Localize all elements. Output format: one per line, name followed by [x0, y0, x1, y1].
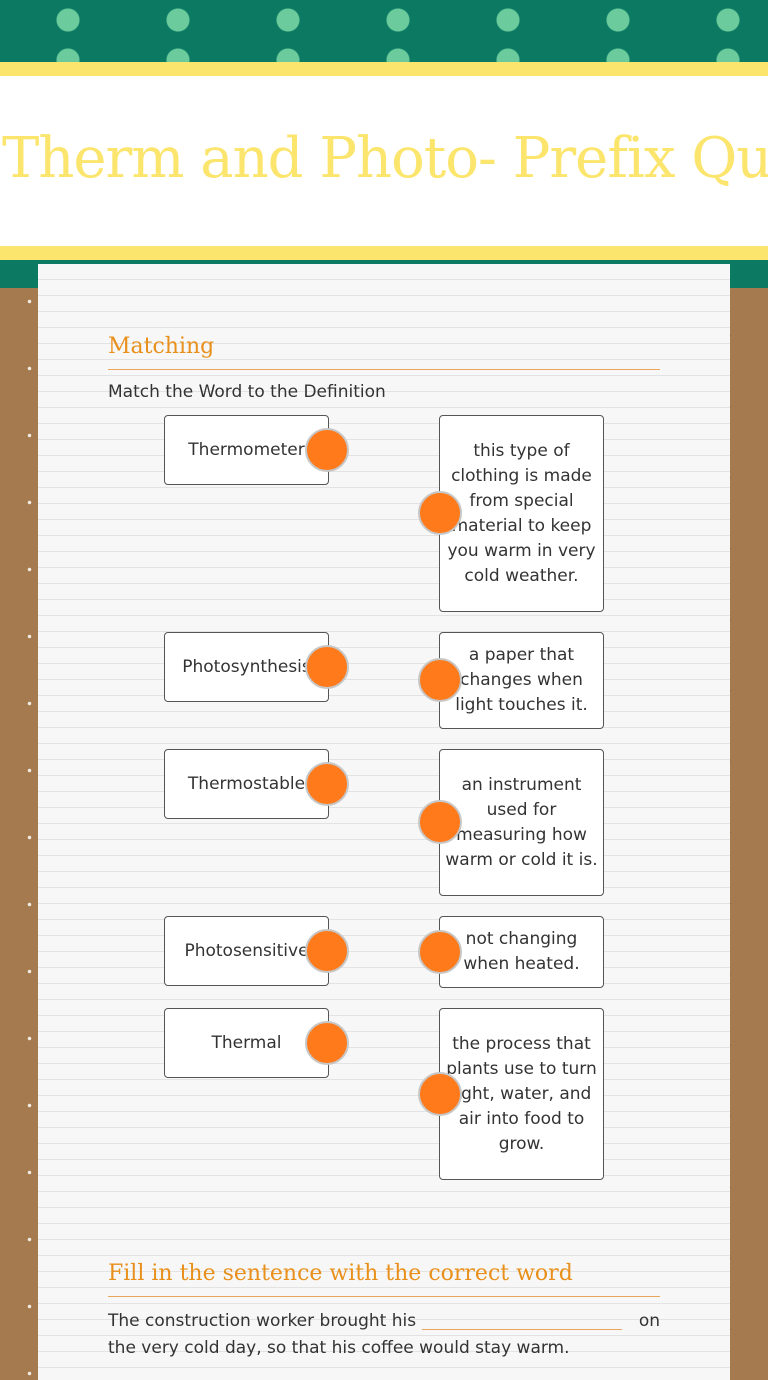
title-banner: Therm and Photo- Prefix Quiz	[0, 76, 768, 246]
page-title: Therm and Photo- Prefix Quiz	[2, 126, 768, 191]
sentence-start: The construction worker brought his	[108, 1311, 417, 1331]
match-word-box[interactable]: Thermal	[164, 1008, 329, 1078]
match-connector-dot[interactable]	[418, 1072, 462, 1116]
fill-in-sentence: The construction worker brought his on th…	[108, 1308, 660, 1362]
answer-blank-input[interactable]	[422, 1312, 623, 1330]
match-connector-dot[interactable]	[305, 1021, 349, 1065]
match-definition-text: this type of clothing is made from speci…	[447, 440, 596, 586]
match-definition-box[interactable]: a paper that changes when light touches …	[439, 632, 604, 729]
match-definition-box[interactable]: an instrument used for measuring how war…	[439, 749, 604, 896]
match-word-box[interactable]: Photosensitive	[164, 916, 329, 986]
sentence-end: the very cold day, so that his coffee wo…	[108, 1338, 570, 1358]
match-definition-text: the process that plants use to turn ligh…	[446, 1033, 597, 1154]
match-connector-dot[interactable]	[305, 929, 349, 973]
match-word-box[interactable]: Thermostable	[164, 749, 329, 819]
matching-instructions: Match the Word to the Definition	[108, 382, 386, 402]
match-definition-box[interactable]: the process that plants use to turn ligh…	[439, 1008, 604, 1180]
match-connector-dot[interactable]	[305, 762, 349, 806]
sentence-middle: on	[638, 1311, 660, 1331]
match-definition-text: an instrument used for measuring how war…	[445, 774, 598, 870]
match-connector-dot[interactable]	[418, 491, 462, 535]
match-word-label: Thermometer	[188, 439, 305, 460]
match-word-box[interactable]: Photosynthesis	[164, 632, 329, 702]
polka-dot-banner	[0, 0, 768, 62]
match-connector-dot[interactable]	[418, 800, 462, 844]
match-word-label: Thermostable	[187, 773, 306, 794]
worksheet-paper	[38, 264, 730, 1380]
match-word-label: Photosynthesis	[182, 656, 311, 677]
match-connector-dot[interactable]	[305, 645, 349, 689]
fill-in-heading: Fill in the sentence with the correct wo…	[108, 1261, 660, 1297]
match-definition-text: not changing when heated.	[463, 929, 580, 974]
match-connector-dot[interactable]	[418, 658, 462, 702]
match-connector-dot[interactable]	[418, 930, 462, 974]
match-definition-box[interactable]: not changing when heated.	[439, 916, 604, 988]
match-connector-dot[interactable]	[305, 428, 349, 472]
match-definition-box[interactable]: this type of clothing is made from speci…	[439, 415, 604, 612]
match-word-label: Thermal	[211, 1032, 282, 1053]
match-word-box[interactable]: Thermometer	[164, 415, 329, 485]
yellow-stripe-bottom	[0, 246, 768, 260]
yellow-stripe-top	[0, 62, 768, 76]
match-definition-text: a paper that changes when light touches …	[455, 645, 588, 715]
matching-heading: Matching	[108, 334, 660, 370]
match-word-label: Photosensitive	[184, 940, 309, 961]
